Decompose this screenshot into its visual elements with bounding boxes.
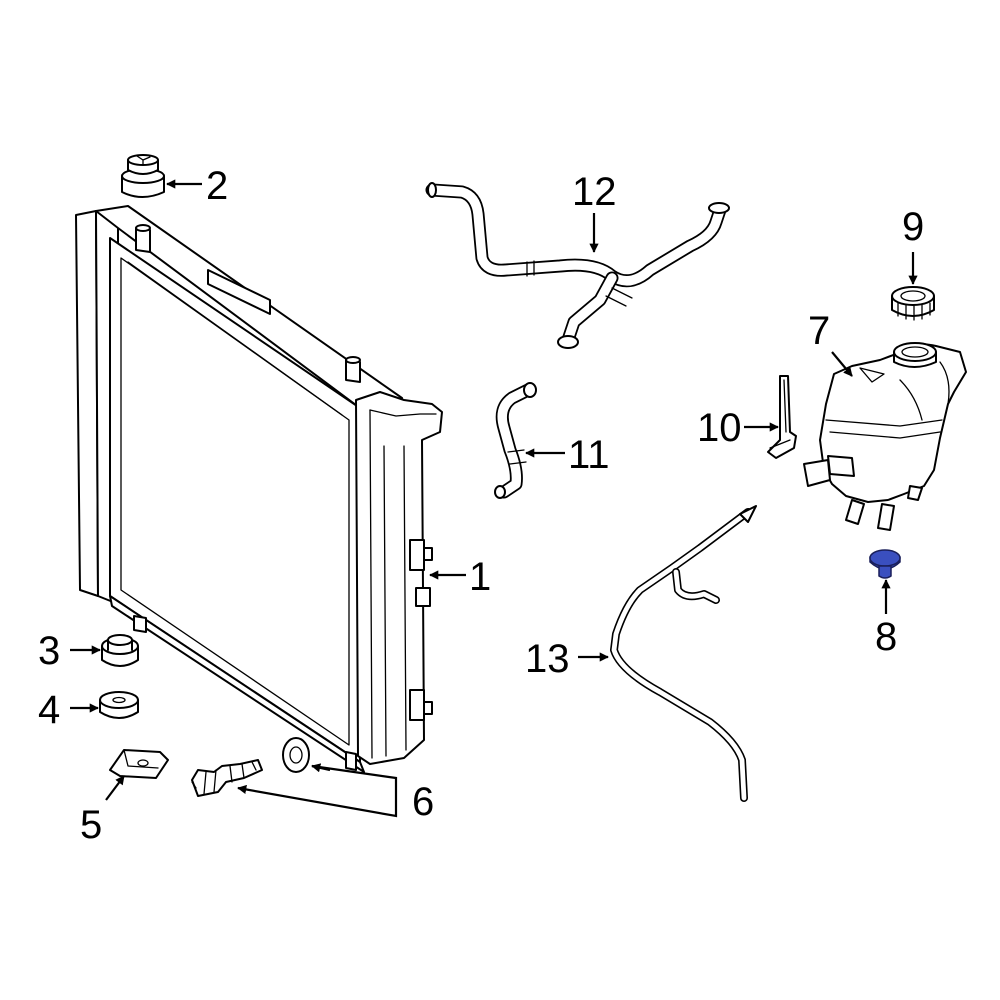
bypass-hose[interactable] (494, 382, 537, 499)
callout-3: 3 (38, 629, 60, 673)
radiator-lower-mount[interactable] (101, 634, 139, 667)
callout-1: 1 (469, 555, 491, 599)
hose-bracket[interactable] (767, 375, 797, 459)
callout-4: 4 (38, 688, 60, 732)
callout-2: 2 (206, 164, 228, 208)
radiator[interactable] (75, 205, 443, 773)
radiator-top-mount[interactable] (121, 154, 165, 198)
radiator-insulator[interactable] (99, 691, 139, 719)
reservoir-cap[interactable] (891, 286, 935, 321)
coolant-reservoir[interactable] (803, 342, 967, 531)
callout-8: 8 (875, 615, 897, 659)
callout-13: 13 (525, 637, 570, 681)
callout-5: 5 (80, 803, 102, 847)
leader-7 (831, 351, 853, 377)
leader-6b (237, 784, 398, 818)
callout-7: 7 (808, 309, 830, 353)
callout-labels: 1 2 3 4 5 6 7 8 9 10 11 12 13 (38, 164, 924, 847)
callout-11: 11 (568, 433, 610, 477)
upper-radiator-hose[interactable] (425, 182, 730, 349)
callout-leaders (70, 179, 918, 818)
callout-10: 10 (697, 406, 742, 450)
callout-9: 9 (902, 205, 924, 249)
drain-plug-and-grommet[interactable] (191, 737, 310, 797)
reservoir-plug[interactable] (869, 549, 901, 579)
leader-5 (105, 775, 125, 801)
leader-6-arrow (311, 763, 331, 773)
callout-6: 6 (412, 780, 434, 824)
leader-6 (311, 764, 398, 808)
overflow-hose[interactable] (610, 505, 757, 802)
mounting-bracket[interactable] (109, 749, 169, 779)
callout-12: 12 (572, 170, 617, 214)
